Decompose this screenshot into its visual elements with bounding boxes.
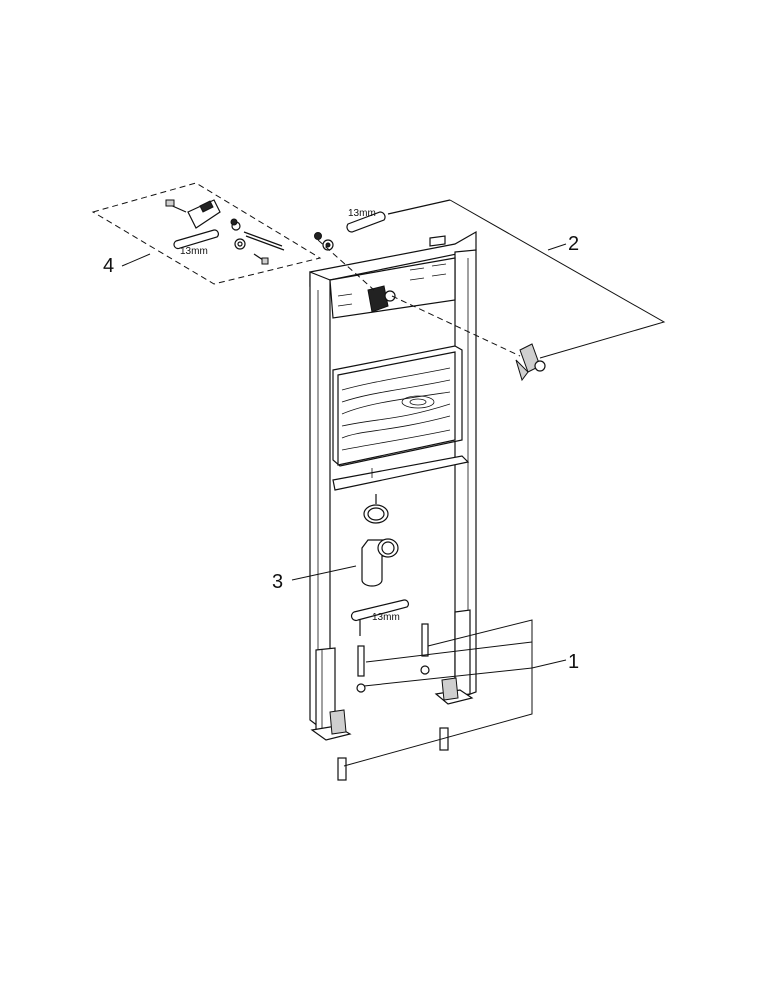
frame-drain-fitting: [367, 285, 396, 313]
anchor-bolt-left: [356, 645, 366, 693]
wrench-size-label-kit: 13mm: [180, 246, 208, 257]
part-4-mounting-kit: 13mm 4: [91, 182, 322, 285]
mounting-frame: [309, 230, 477, 741]
callout-1: 1: [568, 651, 579, 673]
part-1-floor-fixings: 13mm 1: [337, 599, 579, 781]
anchor-bolt-right: [420, 623, 430, 675]
part-2-wall-bracket-set: 13mm 2: [314, 199, 666, 382]
left-foot-plate: [310, 709, 352, 741]
callout-4: 4: [103, 255, 114, 277]
callout-3: 3: [272, 571, 283, 593]
callout-2: 2: [568, 233, 579, 255]
wrench-size-label-top: 13mm: [348, 208, 376, 219]
right-foot-plate: [434, 677, 474, 705]
wall-plug-left: [337, 757, 347, 781]
angle-bracket: [515, 343, 546, 382]
part-3-drain-connector: 3: [272, 494, 399, 593]
wooden-mounting-board: [332, 345, 463, 467]
wrench-size-label-bottom: 13mm: [372, 612, 400, 623]
